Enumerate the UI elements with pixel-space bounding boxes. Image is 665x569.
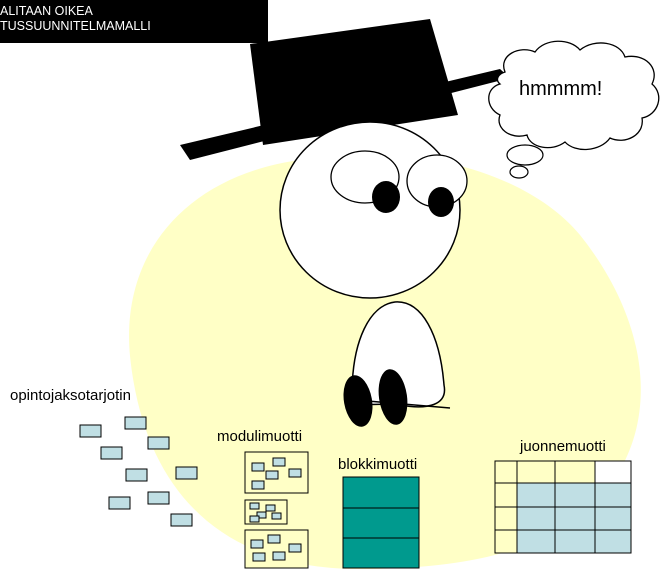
course-box	[170, 513, 193, 527]
block-cell	[342, 507, 420, 539]
right-foot	[378, 369, 408, 425]
title-bar: ALITAAN OIKEA TUSSUUNNITELMAMALLI	[0, 0, 268, 43]
block-cell	[342, 537, 420, 569]
left-eye	[330, 150, 400, 213]
thought-text: hmmmm!	[519, 78, 603, 100]
block-form	[342, 476, 420, 569]
course-box	[175, 466, 198, 480]
course-tray-boxes	[79, 416, 198, 527]
label-strand-form: juonnemuotti	[520, 438, 606, 455]
course-box	[147, 491, 170, 505]
course-box	[147, 436, 170, 450]
course-box	[125, 468, 148, 482]
course-box	[79, 424, 102, 438]
top-hat	[180, 19, 510, 160]
thought-bubble	[488, 40, 660, 179]
title-line-1: ALITAAN OIKEA	[0, 4, 93, 18]
label-block-form: blokkimuotti	[338, 456, 418, 473]
course-box	[108, 496, 131, 510]
block-cell	[342, 476, 420, 509]
module-panel	[244, 499, 288, 525]
label-course-tray: opintojaksotarjotin	[10, 387, 131, 404]
module-panel	[244, 529, 309, 569]
title-line-2: TUSSUUNNITELMAMALLI	[0, 19, 151, 33]
course-box	[124, 416, 147, 430]
module-panel	[244, 451, 309, 494]
course-box	[100, 446, 123, 460]
right-eye	[406, 154, 468, 217]
module-form	[244, 451, 309, 569]
strand-form-grid	[494, 460, 632, 554]
left-foot	[343, 375, 373, 427]
label-module-form: modulimuotti	[217, 428, 303, 445]
